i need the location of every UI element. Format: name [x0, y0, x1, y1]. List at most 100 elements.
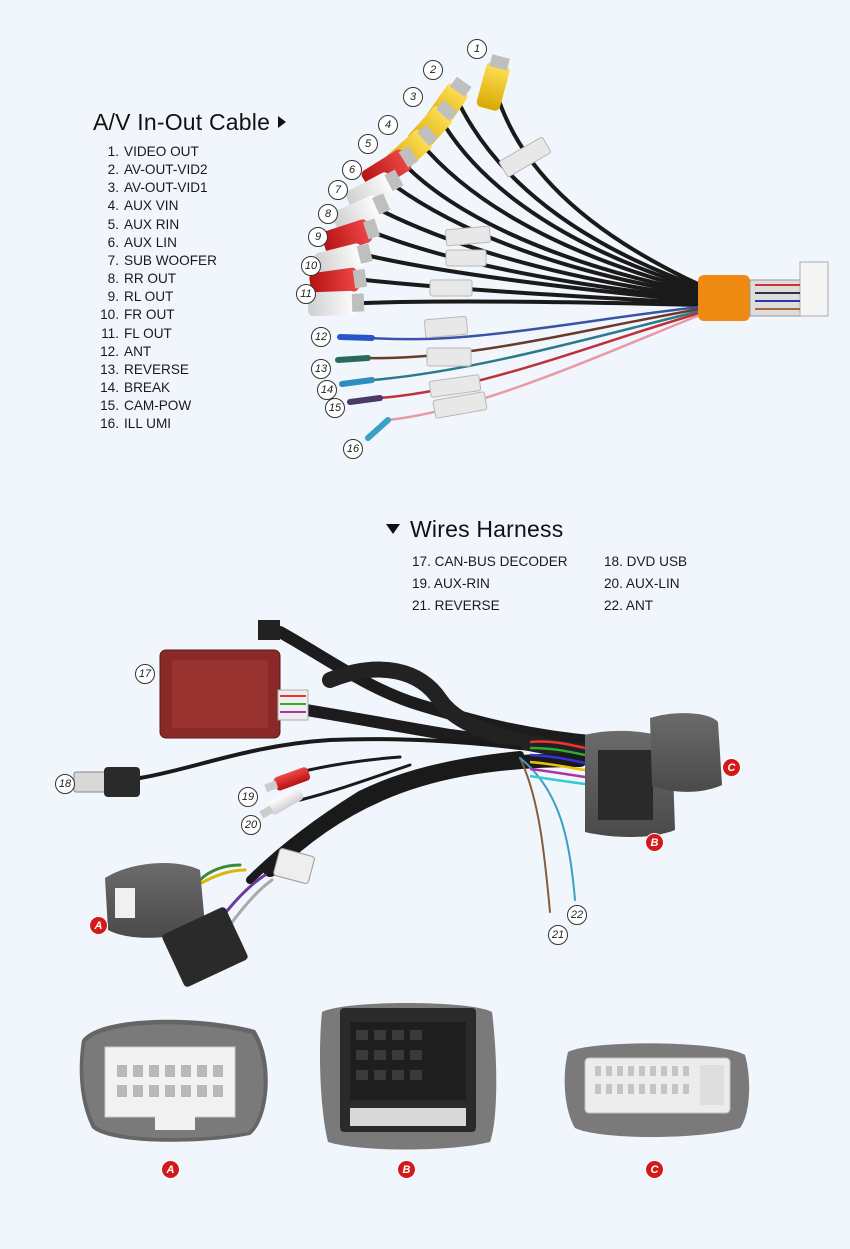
closeup-connector-a — [79, 1019, 268, 1142]
av-list-label: ANT — [124, 343, 152, 359]
harness-item: 19. AUX-RIN — [412, 576, 490, 591]
callout-16: 16 — [343, 439, 363, 459]
tag-a-closeup: A — [162, 1161, 179, 1178]
av-list-label: RL OUT — [124, 289, 174, 305]
callout-5: 5 — [358, 134, 378, 154]
av-list-item: 14. BREAK — [95, 379, 217, 397]
harness-item: 20. AUX-LIN — [604, 576, 680, 591]
callout-20: 20 — [241, 815, 261, 835]
callout-8: 8 — [318, 204, 338, 224]
av-list-item: 16. ILL UMI — [95, 415, 217, 433]
triangle-right-icon — [278, 115, 287, 128]
av-list-number: 15. — [100, 398, 119, 414]
orange-sleeve — [698, 275, 750, 321]
av-list-item: 2.AV-OUT-VID2 — [95, 161, 217, 179]
harness-connector-c — [650, 713, 722, 792]
harness-item: 21. REVERSE — [412, 598, 500, 613]
av-list-number: 8. — [107, 271, 119, 287]
callout-2: 2 — [423, 60, 443, 80]
av-list-number: 16. — [100, 416, 119, 432]
av-list-item: 11. FL OUT — [95, 325, 217, 343]
av-list-item: 4. AUX VIN — [95, 197, 217, 215]
av-cable-wires — [363, 93, 702, 422]
av-list-number: 13. — [100, 361, 119, 377]
av-list-number: 14. — [100, 380, 119, 396]
callout-11: 11 — [296, 284, 316, 304]
callout-17: 17 — [135, 664, 155, 684]
av-list-item: 6. AUX LIN — [95, 234, 217, 252]
callout-1: 1 — [467, 39, 487, 59]
harness-item: 22. ANT — [604, 598, 654, 613]
av-list-label: VIDEO OUT — [124, 144, 199, 159]
usb-plug — [73, 767, 140, 797]
av-list-item: 5. AUX RIN — [95, 216, 217, 234]
callout-4: 4 — [378, 115, 398, 135]
av-list-number: 9. — [107, 289, 119, 305]
wire-tips — [335, 334, 391, 441]
harness-list: 17. CAN-BUS DECODER 18. DVD USB 19. AUX-… — [412, 551, 687, 617]
av-list-number: 11. — [101, 325, 119, 341]
av-cable-title-text: A/V In-Out Cable — [93, 109, 271, 135]
callout-7: 7 — [328, 180, 348, 200]
av-list-label: RR OUT — [124, 271, 177, 287]
av-list-label: AV-OUT-VID1 — [124, 180, 208, 196]
av-list-number: 2. — [107, 162, 119, 178]
callout-3: 3 — [403, 87, 423, 107]
av-list-number: 3. — [107, 180, 119, 196]
harness-rca — [259, 767, 311, 819]
av-list-item: 9. RL OUT — [95, 288, 217, 306]
av-list-number: 12. — [100, 343, 119, 359]
callout-19: 19 — [238, 787, 258, 807]
triangle-down-icon — [386, 523, 400, 534]
wire-labels — [423, 136, 551, 419]
callout-15: 15 — [325, 398, 345, 418]
av-list-item: 10.FR OUT — [95, 306, 217, 324]
callout-10: 10 — [301, 256, 321, 276]
av-list-item: 3. AV-OUT-VID1 — [95, 179, 217, 197]
tag-c-closeup: C — [646, 1161, 663, 1178]
av-connector-pins — [799, 261, 829, 317]
av-list-label: FR OUT — [124, 307, 175, 323]
small-black-connector — [258, 620, 280, 640]
tag-b-closeup: B — [398, 1161, 415, 1178]
av-list-item: 8. RR OUT — [95, 270, 217, 288]
av-list-label: AUX LIN — [124, 234, 177, 250]
av-list-item: 7. SUB WOOFER — [95, 252, 217, 270]
callout-21: 21 — [548, 925, 568, 945]
av-list-label: SUB WOOFER — [124, 252, 217, 268]
av-list-label: AUX VIN — [124, 198, 179, 214]
av-list-number: 6. — [107, 234, 119, 250]
harness-title: Wires Harness — [386, 516, 563, 543]
av-list-label: FL OUT — [124, 325, 172, 341]
closeup-connector-b — [320, 1003, 497, 1150]
harness-cables — [138, 626, 606, 927]
av-cable-title: A/V In-Out Cable — [93, 109, 287, 136]
av-list-label: REVERSE — [124, 361, 189, 377]
callout-14: 14 — [317, 380, 337, 400]
av-list-number: 5. — [107, 216, 119, 232]
rca-plugs — [307, 54, 510, 317]
av-list-number: 1. — [107, 144, 119, 159]
canbus-decoder — [159, 649, 309, 739]
tag-c-harness: C — [723, 759, 740, 776]
callout-6: 6 — [342, 160, 362, 180]
callout-12: 12 — [311, 327, 331, 347]
av-list-label: CAM-POW — [124, 398, 192, 414]
av-list-number: 4. — [107, 198, 119, 214]
av-list-number: 7. — [107, 252, 119, 268]
closeup-connector-c — [564, 1043, 750, 1137]
harness-item: 18. DVD USB — [604, 554, 688, 569]
av-list-item: 12. ANT — [95, 343, 217, 361]
barcode-label — [273, 847, 315, 885]
av-list-label: AUX RIN — [124, 216, 180, 232]
av-list-item: 15. CAM-POW — [95, 397, 217, 415]
harness-title-text: Wires Harness — [410, 516, 564, 542]
av-list-item: 13. REVERSE — [95, 361, 217, 379]
callout-9: 9 — [308, 227, 328, 247]
av-list-label: ILL UMI — [124, 416, 172, 432]
callout-18: 18 — [55, 774, 75, 794]
av-list-label: BREAK — [124, 380, 171, 396]
callout-13: 13 — [311, 359, 331, 379]
connector-b-wires — [529, 740, 586, 786]
